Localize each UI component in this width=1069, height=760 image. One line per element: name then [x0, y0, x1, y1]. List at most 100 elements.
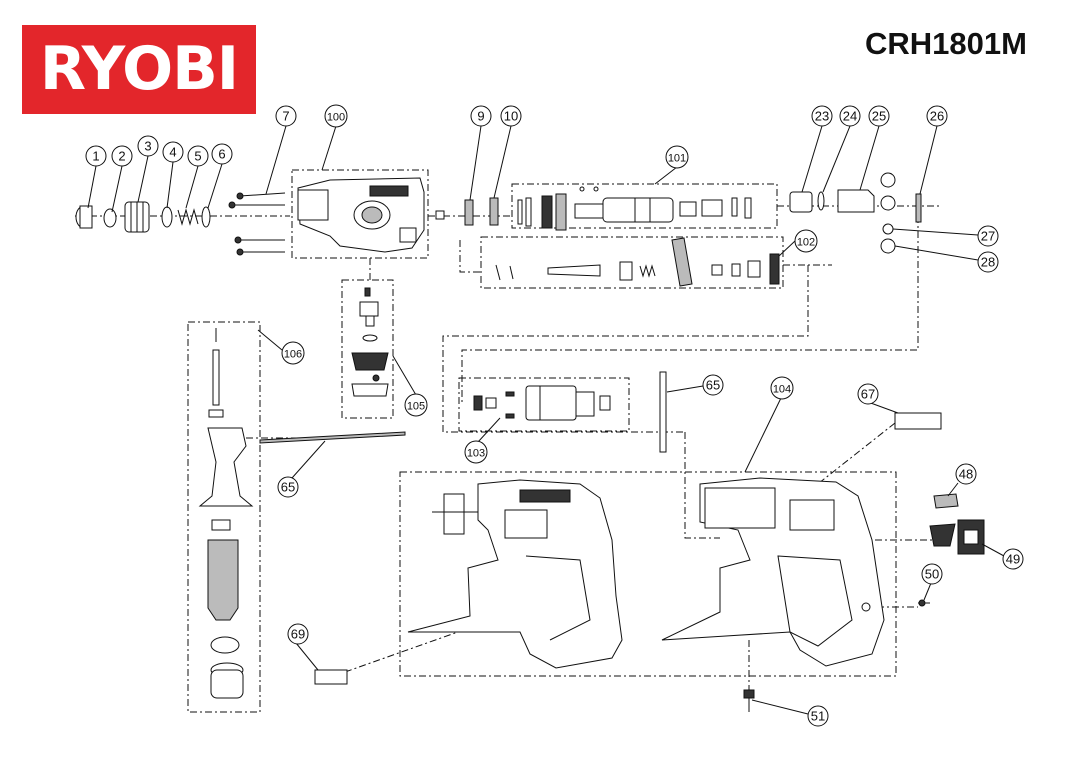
part-106-handle [198, 328, 254, 699]
svg-text:28: 28 [981, 255, 995, 270]
part-7-screws [228, 192, 286, 256]
callout-103: 103 [464, 440, 488, 464]
callout-7: 7 [275, 105, 297, 127]
part-65-rod-b [659, 371, 667, 453]
logo-text: RYOBI [39, 34, 239, 104]
part-104-housing-right [661, 477, 885, 667]
part-10 [489, 197, 499, 226]
link-26-motor [461, 216, 919, 405]
callout-100: 100 [324, 104, 348, 128]
part-2-ring [103, 208, 117, 228]
svg-text:48: 48 [959, 467, 973, 482]
svg-text:3: 3 [144, 139, 151, 154]
link-motor-housing [684, 432, 720, 539]
label-plate-69 [314, 669, 348, 685]
callout-104: 104 [770, 376, 794, 400]
part-50-screw [918, 599, 930, 607]
part-104-housing-left [407, 479, 623, 669]
callout-105: 105 [404, 393, 428, 417]
svg-text:50: 50 [925, 567, 939, 582]
part-25-ring [880, 172, 896, 188]
callout-27: 27 [977, 225, 999, 247]
svg-text:67: 67 [861, 387, 875, 402]
part-25 [837, 189, 875, 213]
svg-text:105: 105 [407, 401, 425, 413]
leader-lines [87, 125, 1005, 715]
svg-text:24: 24 [843, 109, 857, 124]
part-23 [789, 191, 813, 213]
part-100-gearbox [297, 177, 445, 253]
callout-51: 51 [807, 705, 829, 727]
part-48 [933, 493, 959, 509]
svg-text:9: 9 [477, 109, 484, 124]
callout-67: 67 [857, 383, 879, 405]
callout-1: 1 [85, 145, 107, 167]
part-6-washer [201, 206, 211, 228]
svg-text:4: 4 [169, 145, 176, 160]
svg-text:23: 23 [815, 109, 829, 124]
part-5-spring [177, 208, 199, 226]
svg-text:69: 69 [291, 627, 305, 642]
part-9 [464, 199, 474, 226]
callout-23: 23 [811, 105, 833, 127]
part-103-motor [473, 385, 611, 421]
callout-106: 106 [281, 341, 305, 365]
group-box-104 [399, 471, 897, 677]
part-101-spindle [517, 186, 752, 231]
group-box-103 [458, 377, 630, 432]
callout-50: 50 [921, 563, 943, 585]
svg-text:103: 103 [467, 448, 485, 460]
group-box-105 [341, 279, 394, 419]
callout-9: 9 [470, 105, 492, 127]
svg-text:6: 6 [218, 147, 225, 162]
svg-text:102: 102 [797, 237, 815, 249]
ryobi-logo: RYOBI [22, 25, 256, 114]
part-26 [915, 193, 922, 223]
callout-10: 10 [500, 105, 522, 127]
part-105-selector [351, 287, 389, 397]
svg-text:2: 2 [118, 149, 125, 164]
part-49-switch [929, 519, 985, 555]
label-plate-67 [894, 412, 942, 430]
callout-101: 101 [665, 145, 689, 169]
group-box-100 [291, 169, 429, 259]
callout-2: 2 [111, 145, 133, 167]
group-box-102 [480, 236, 784, 289]
part-65-rod-a [259, 431, 406, 444]
svg-text:49: 49 [1006, 552, 1020, 567]
part-27 [882, 223, 894, 235]
callout-3: 3 [137, 135, 159, 157]
model-number: CRH1801M [865, 26, 1027, 61]
svg-text:51: 51 [811, 709, 825, 724]
callout-69: 69 [287, 623, 309, 645]
svg-text:65: 65 [281, 480, 295, 495]
part-51-screw [743, 689, 755, 712]
callout-48: 48 [955, 463, 977, 485]
svg-text:5: 5 [194, 149, 201, 164]
svg-text:1: 1 [92, 149, 99, 164]
svg-text:65: 65 [706, 378, 720, 393]
part-24 [817, 191, 825, 211]
link-100-102 [459, 240, 481, 273]
svg-text:100: 100 [327, 112, 345, 124]
callout-4: 4 [162, 141, 184, 163]
svg-text:26: 26 [930, 109, 944, 124]
callout-49: 49 [1002, 548, 1024, 570]
callout-25: 25 [868, 105, 890, 127]
svg-text:104: 104 [773, 384, 791, 396]
link-102-motor [442, 265, 809, 433]
svg-text:27: 27 [981, 229, 995, 244]
callout-102: 102 [794, 229, 818, 253]
callout-6: 6 [211, 143, 233, 165]
callout-65-left: 65 [277, 476, 299, 498]
group-box-106 [187, 321, 261, 713]
part-102-shaft [495, 237, 780, 287]
callout-5: 5 [187, 145, 209, 167]
callout-26: 26 [926, 105, 948, 127]
svg-text:101: 101 [668, 153, 686, 165]
callout-65-right: 65 [702, 374, 724, 396]
svg-text:10: 10 [504, 109, 518, 124]
svg-text:25: 25 [872, 109, 886, 124]
svg-text:106: 106 [284, 349, 302, 361]
